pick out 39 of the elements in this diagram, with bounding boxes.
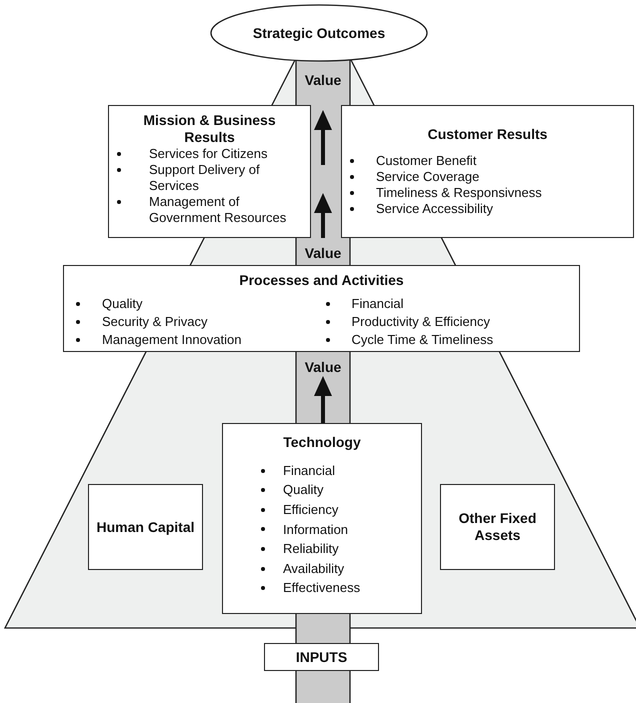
bullet-text: Service Coverage [376, 168, 480, 184]
inputs-box [264, 643, 379, 671]
bullet-text: Management Innovation [102, 332, 242, 347]
bullet-text: Efficiency [283, 502, 338, 517]
box-heading: Technology [282, 434, 362, 451]
value-label: Value [304, 71, 342, 90]
results-box [341, 105, 634, 238]
bullet-text: Information [283, 522, 348, 537]
bullet-text: Reliability [283, 541, 339, 556]
box-heading: Mission & Business Results [142, 112, 277, 146]
input-box [88, 484, 203, 570]
bullet-text: Cycle Time & Timeliness [352, 332, 494, 347]
bullet-text: Quality [102, 296, 142, 311]
box-heading: Processes and Activities [238, 272, 405, 289]
box-heading: INPUTS [296, 648, 348, 666]
bullet-text: Productivity & Efficiency [352, 314, 490, 329]
bullet-text: Financial [283, 462, 336, 478]
value-label: Value [304, 358, 342, 377]
bullet-text: Quality [283, 482, 324, 498]
input-box [440, 484, 555, 570]
bullet-text: Security & Privacy [102, 314, 208, 329]
bullet-text: Support Delivery of Services [149, 162, 260, 193]
bullet-text: Availability [283, 560, 344, 576]
process-box [63, 265, 580, 352]
box-heading: Human Capital [96, 518, 194, 536]
bullet-text: Financial [352, 296, 404, 311]
box-heading: Other Fixed Assets [458, 510, 538, 544]
bullet-text: Service Accessibility [376, 200, 494, 216]
box-heading: Strategic Outcomes [252, 24, 386, 42]
bullet-text: Customer Benefit [376, 152, 476, 168]
outcome-ellipse [210, 4, 428, 62]
box-heading: Customer Results [426, 126, 548, 143]
bullet-text: Timeliness & Responsivness [376, 184, 542, 200]
value-label: Value [304, 244, 342, 263]
bullet-text: Services for Citizens [149, 146, 268, 161]
results-box [108, 105, 311, 238]
technology-box [222, 423, 422, 614]
bullet-text: Management of Government Resources [149, 194, 286, 225]
bullet-text: Effectiveness [283, 580, 360, 596]
